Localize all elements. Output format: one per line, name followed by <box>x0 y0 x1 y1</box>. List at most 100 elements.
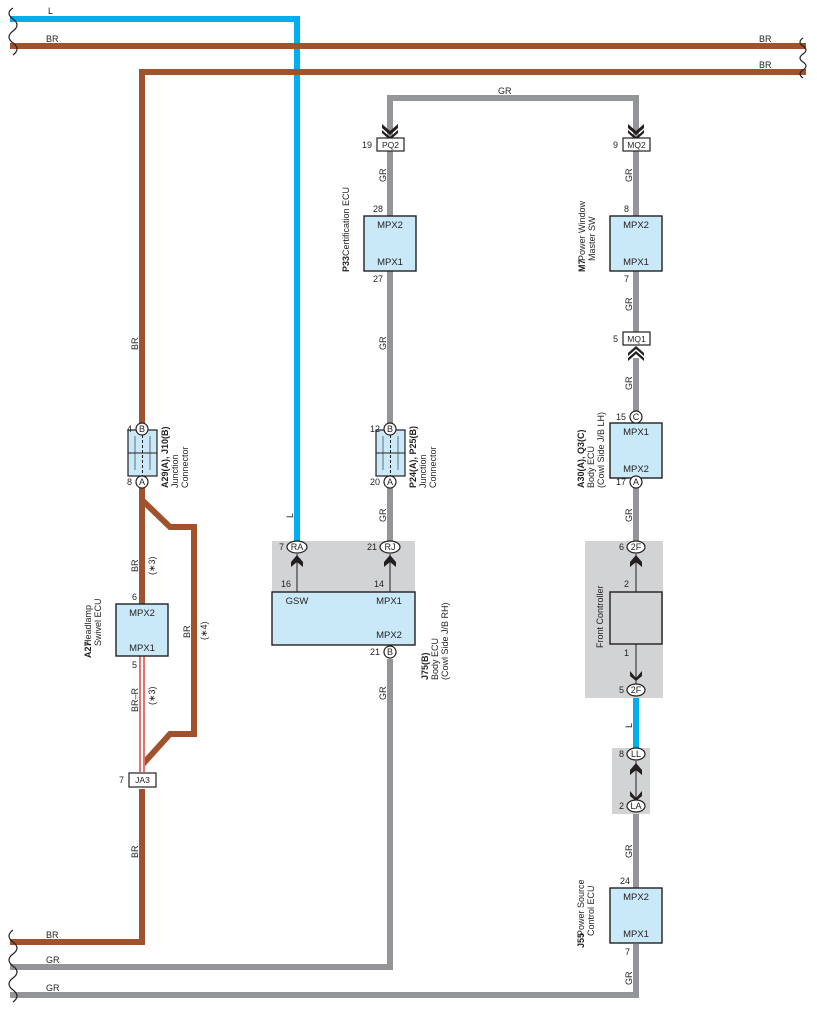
body-rh-name2: (Cowl Side J/B RH) <box>440 602 450 680</box>
label-ps-gr-bottom: GR <box>624 971 634 985</box>
label-ja3-br: BR <box>130 845 140 858</box>
body-rh-pin-rj: 21 <box>367 542 377 552</box>
label-bottom-br: BR <box>46 930 59 940</box>
conn-ll-label: LL <box>631 749 641 759</box>
connector-pq2 <box>376 137 405 152</box>
jc-mid-pin-top: 12 <box>370 424 380 434</box>
junction-connector-mid <box>375 429 406 477</box>
ecu-certification <box>363 215 417 272</box>
ps-name1: Power Source <box>576 879 586 936</box>
pwm-name1: Power Window <box>577 200 587 261</box>
cert-name: Certification ECU <box>341 187 351 256</box>
label-cert-gr-upper: GR <box>378 168 388 182</box>
hl-name2: Swivel ECU <box>93 598 103 646</box>
pwm-pin-top: 8 <box>624 204 629 214</box>
body-lh-letter-bottom: A <box>633 477 639 487</box>
body-rh-conn-rj <box>379 540 401 554</box>
label-bottom-gr2: GR <box>46 983 60 993</box>
connector-ja3-label: JA3 <box>135 775 150 785</box>
label-hl-br-r: BR–R <box>130 687 140 712</box>
connector-mq2 <box>622 137 651 152</box>
hl-term-bottom: MPX1 <box>129 643 155 654</box>
jc-left-pin-bottom: 8 <box>127 477 132 487</box>
connector-mq1-pin: 5 <box>613 334 618 344</box>
body-lh-pin-top: 15 <box>616 412 626 422</box>
label-br2-right: BR <box>759 60 772 70</box>
hl-name1: Headlamp <box>83 605 93 646</box>
pwm-name2: Master SW <box>587 216 597 261</box>
connector-pq2-pin: 19 <box>362 140 372 150</box>
cert-term-top: MPX2 <box>377 220 403 231</box>
ps-name2: Control ECU <box>586 885 596 936</box>
jc-left-letter-top: B <box>139 424 145 434</box>
front-controller <box>609 591 663 645</box>
conn-ll-pin: 8 <box>619 749 624 759</box>
connector-mq2-label: MQ2 <box>627 140 646 150</box>
wire-l-top <box>10 16 300 541</box>
body-rh-pin-b <box>383 645 397 659</box>
pwm-term-top: MPX2 <box>623 220 649 231</box>
cert-code: P33 <box>341 256 351 272</box>
wire-break-marks <box>8 7 807 1003</box>
front-pin-bottom: 5 <box>619 685 624 695</box>
label-pw-gr-upper: GR <box>624 168 634 182</box>
ecu-power-source <box>609 887 663 944</box>
label-pw-gr-lower: GR <box>624 376 634 390</box>
ps-term-bottom: MPX1 <box>623 929 649 940</box>
label-gr-top: GR <box>498 86 512 96</box>
body-lh-pin-c <box>629 410 643 424</box>
pwm-code: M7 <box>577 259 587 272</box>
connector-mq1-label: MQ1 <box>627 334 646 344</box>
wire-gr-body-bottom <box>10 659 393 970</box>
body-rh-conn-ra-label: RA <box>291 542 304 552</box>
connector-ja3 <box>128 772 157 788</box>
connector-mq1 <box>622 331 651 346</box>
body-lh-name2: (Cowl Side J/B LH) <box>596 412 606 488</box>
label-v-br-upper: BR <box>130 337 140 350</box>
body-rh-pin-mpx1: 14 <box>374 579 384 589</box>
connector-pq2-label: PQ2 <box>382 140 399 150</box>
label-front-gr: GR <box>624 508 634 522</box>
arrow-symbols <box>291 124 644 801</box>
jc-mid-letter-bottom: A <box>387 477 393 487</box>
label-cert-gr-lower: GR <box>378 508 388 522</box>
wire-gr-top <box>387 95 639 137</box>
hl-term-top: MPX2 <box>129 608 155 619</box>
label-top-l: L <box>48 6 53 16</box>
cert-term-bottom: MPX1 <box>377 257 403 268</box>
pwm-pin-bottom: 7 <box>624 274 629 284</box>
body-rh-pin-gsw: 16 <box>281 579 291 589</box>
front-conn-top <box>626 540 646 554</box>
jc-mid-name1: Junction <box>418 454 428 488</box>
conn-la-pin: 2 <box>619 801 624 811</box>
label-bypass-note: (∗4) <box>199 621 209 640</box>
jc-left-letter-bottom: A <box>139 477 145 487</box>
jc-mid-letter-top: B <box>387 424 393 434</box>
jc-mid-pin-bottom: 20 <box>370 477 380 487</box>
hl-code: A27 <box>83 641 93 658</box>
conn-la-label: LA <box>630 801 641 811</box>
jc-left-pin-top: 4 <box>127 424 132 434</box>
body-rh-pin-mpx2: 21 <box>370 647 380 657</box>
connector-ja3-pin: 7 <box>119 775 124 785</box>
jc-mid-code: P24(A), P25(B) <box>408 426 418 488</box>
wire-br-second <box>139 69 806 424</box>
jc-left-name1: Junction <box>170 454 180 488</box>
jc-left-pin-a <box>135 475 149 489</box>
body-rh-letter-mpx2: B <box>387 647 393 657</box>
label-front-l: L <box>624 723 634 728</box>
label-ps-gr: GR <box>624 844 634 858</box>
cert-pin-bottom: 27 <box>373 274 383 284</box>
label-pw-gr-mid: GR <box>624 297 634 311</box>
body-rh-name1: Body ECU <box>430 638 440 680</box>
label-top-br-right: BR <box>759 34 772 44</box>
ecu-power-window-master <box>609 215 663 272</box>
front-conn-top-label: 2F <box>631 542 642 552</box>
hl-pin-bottom: 5 <box>132 660 137 670</box>
body-rh-term-mpx2: MPX2 <box>376 630 402 641</box>
ps-pin-bottom: 7 <box>625 947 630 957</box>
cert-pin-top: 28 <box>373 204 383 214</box>
conn-ll <box>626 747 646 761</box>
body-lh-term-bottom: MPX2 <box>623 464 649 475</box>
